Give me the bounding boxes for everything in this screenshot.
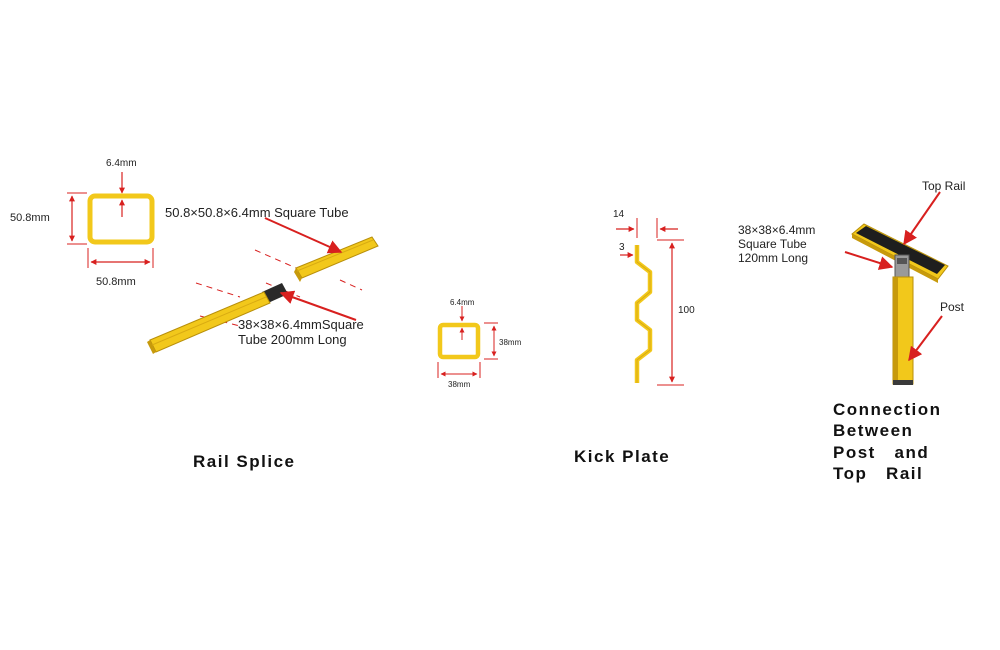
- kick-plate-width-label: 38mm: [448, 380, 471, 389]
- top-rail-label: Top Rail: [922, 179, 966, 193]
- rail-splice-tubes: [147, 236, 379, 354]
- rail-splice-title: Rail Splice: [193, 452, 296, 471]
- rail-splice-width-label: 50.8mm: [96, 276, 136, 288]
- post-label: Post: [940, 300, 965, 314]
- kick-plate-profile: [616, 218, 684, 386]
- connector-tube-label: 38×38×6.4mm Square Tube 120mm Long: [738, 223, 816, 266]
- kick-plate-title: Kick Plate: [574, 447, 671, 466]
- rail-splice-section: [67, 172, 155, 268]
- inner-tube-label: 38×38×6.4mmSquare Tube 200mm Long: [238, 317, 364, 348]
- outer-tube-label: 50.8×50.8×6.4mm Square Tube: [165, 205, 349, 220]
- profile-top-width-label: 14: [613, 209, 625, 220]
- kick-plate-section: [437, 306, 498, 378]
- connection-assembly: [844, 191, 949, 385]
- kick-plate-thickness-label: 6.4mm: [450, 298, 475, 307]
- rail-splice-pointers: [264, 217, 357, 321]
- rail-splice-height-label: 50.8mm: [10, 212, 50, 224]
- kick-plate-height-label: 38mm: [499, 338, 522, 347]
- profile-height-label: 100: [678, 305, 695, 316]
- rail-splice-thickness-label: 6.4mm: [106, 158, 137, 169]
- connection-title: Connection Between Post and Top Rail: [833, 400, 942, 483]
- profile-thickness-label: 3: [619, 242, 625, 253]
